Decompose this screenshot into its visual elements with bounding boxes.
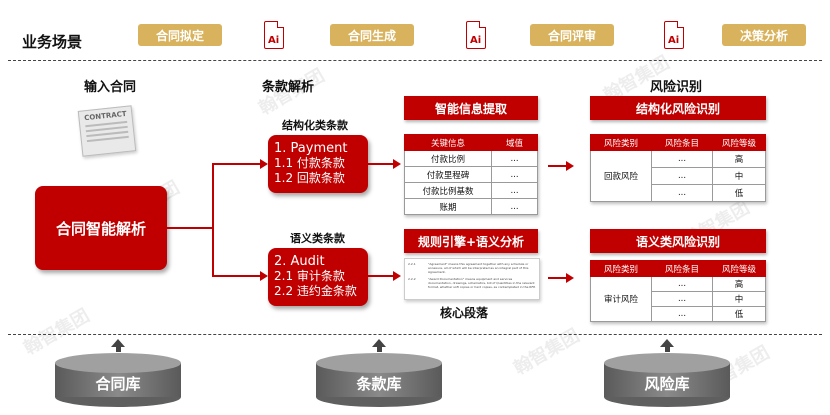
clause-database-icon: 条款库: [316, 353, 442, 409]
table-header: 风险类别: [590, 134, 652, 151]
core-paragraph-caption: 核心段落: [440, 306, 489, 320]
connector: [212, 163, 214, 277]
risk-database-icon: 风险库: [604, 353, 730, 409]
table-header: 风险等级: [712, 134, 766, 151]
arrow-up-icon-stem: [377, 347, 382, 352]
step-pill: 决策分析: [722, 24, 806, 46]
connector: [212, 275, 262, 277]
table-row: 付款比例基数...: [404, 182, 538, 199]
table-header: 风险条目: [651, 134, 713, 151]
arrow-right-icon: [260, 271, 268, 281]
arrow-right-icon: [393, 271, 401, 281]
arrow-right-icon: [566, 273, 574, 283]
semantic-clause-title: 语义类条款: [290, 232, 345, 245]
table-row: 付款里程碑...: [404, 166, 538, 183]
connector: [212, 163, 262, 165]
table-row: 审计风险 ...高: [590, 276, 766, 322]
contract-database-icon: 合同库: [55, 353, 181, 409]
arrow-up-icon-stem: [116, 347, 121, 352]
input-title: 输入合同: [84, 80, 137, 95]
arrow-right-icon: [566, 161, 574, 171]
ai-file-icon: Ai: [466, 21, 486, 49]
connector: [548, 277, 568, 279]
extraction-table: 关键信息 域值 付款比例... 付款里程碑... 付款比例基数... 账期...: [404, 134, 538, 215]
arrow-right-icon: [393, 159, 401, 169]
arrow-up-icon: [372, 339, 386, 347]
rule-engine-title: 规则引擎+语义分析: [404, 229, 538, 253]
page-title: 业务场景: [22, 33, 83, 51]
risk-title: 风险识别: [650, 80, 703, 95]
table-row: 回款风险 ...高: [590, 150, 766, 202]
contract-document-icon: CONTRACT: [77, 105, 137, 157]
core-paragraph-box: 2.2.1"Agreement" means this agreement to…: [404, 258, 540, 300]
clause-parse-title: 条款解析: [262, 80, 315, 95]
semantic-clause-box: 2. Audit 2.1 审计条款 2.2 违约金条款: [268, 248, 368, 306]
semantic-risk-title: 语义类风险识别: [590, 229, 766, 253]
table-header: 风险等级: [712, 260, 766, 277]
watermark: 翰智集团: [510, 325, 584, 380]
step-pill: 合同生成: [330, 24, 414, 46]
table-header: 风险类别: [590, 260, 652, 277]
semantic-risk-table: 风险类别 风险条目 风险等级 审计风险 ...高 ...中 ...低: [590, 260, 766, 322]
structured-clause-box: 1. Payment 1.1 付款条款 1.2 回款条款: [268, 135, 368, 193]
arrow-up-icon-stem: [665, 347, 670, 352]
structured-clause-title: 结构化类条款: [282, 119, 348, 132]
table-header: 关键信息: [404, 134, 492, 151]
divider: [8, 334, 822, 335]
arrow-right-icon: [260, 159, 268, 169]
divider: [8, 60, 822, 61]
table-row: 账期...: [404, 198, 538, 215]
table-header: 风险条目: [651, 260, 713, 277]
connector: [167, 227, 212, 229]
structured-risk-table: 风险类别 风险条目 风险等级 回款风险 ...高 ...中 ...低: [590, 134, 766, 202]
table-header: 域值: [491, 134, 538, 151]
connector: [368, 275, 394, 277]
contract-parse-box: 合同智能解析: [35, 186, 167, 270]
ai-file-icon: Ai: [264, 21, 284, 49]
arrow-up-icon: [660, 339, 674, 347]
connector: [368, 163, 394, 165]
extraction-title: 智能信息提取: [404, 96, 538, 120]
table-row: 付款比例...: [404, 150, 538, 167]
ai-file-icon: Ai: [664, 21, 684, 49]
arrow-up-icon: [111, 339, 125, 347]
table-row: ...低: [591, 184, 766, 202]
connector: [548, 165, 568, 167]
structured-risk-title: 结构化风险识别: [590, 96, 766, 120]
watermark: 翰智集团: [20, 305, 94, 360]
step-pill: 合同评审: [530, 24, 614, 46]
table-row: ...低: [591, 306, 766, 322]
table-row: ...中: [591, 167, 766, 185]
step-pill: 合同拟定: [138, 24, 222, 46]
